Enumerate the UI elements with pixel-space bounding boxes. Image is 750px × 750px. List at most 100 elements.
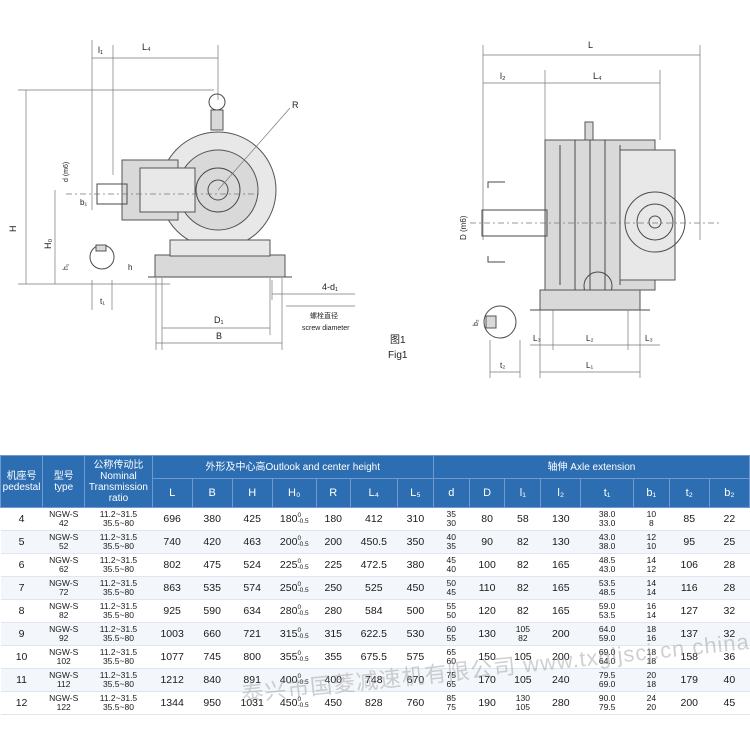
column-header: l₂	[540, 478, 582, 508]
cell-pedestal: 7	[0, 576, 43, 600]
cell-l: 696	[152, 507, 193, 531]
cell-l2: 240	[540, 668, 581, 692]
cell-l5: 530	[397, 622, 434, 646]
right-view: L l₂ L₄ D (m6) b₂ t₂	[459, 40, 720, 378]
cell-l1: 82	[504, 576, 541, 600]
label-l1: l₁	[98, 45, 103, 55]
cell-b: 420	[192, 530, 233, 554]
label-L1: L₁	[586, 361, 593, 370]
label-d: d (m6)	[63, 162, 70, 182]
label-h-small: h₁	[63, 263, 70, 270]
cell-l1: 58	[504, 507, 541, 531]
label-screw-cn: 螺栓直径	[310, 311, 338, 320]
cell-l2: 165	[540, 576, 581, 600]
cell-pedestal: 8	[0, 599, 43, 623]
cell-l: 925	[152, 599, 193, 623]
cell-l2: 280	[540, 691, 581, 715]
cell-l2: 165	[540, 599, 581, 623]
column-header: H₀	[271, 478, 317, 508]
cell-h0: 3150-0.5	[272, 622, 317, 646]
cropped-caption	[0, 392, 250, 402]
cell-pedestal: 9	[0, 622, 43, 646]
cell-l1: 105	[504, 645, 541, 669]
cell-r: 200	[316, 530, 351, 554]
cell-h0: 2000-0.5	[272, 530, 317, 554]
cell-b: 840	[192, 668, 233, 692]
cell-l5: 760	[397, 691, 434, 715]
cell-d: 90	[469, 530, 505, 554]
label-t2: t₂	[500, 361, 505, 370]
column-header: t₁	[580, 478, 634, 508]
cell-h0: 1800-0.5	[272, 507, 317, 531]
cell-b2: 28	[709, 553, 750, 577]
cell-l: 740	[152, 530, 193, 554]
cell-l5: 670	[397, 668, 434, 692]
cell-pedestal: 11	[0, 668, 43, 692]
column-header: l₁	[504, 478, 542, 508]
cell-l4: 675.5	[350, 645, 398, 669]
column-header: d	[432, 478, 470, 508]
h0-tolerance: 0-0.5	[297, 650, 309, 664]
cell-l5: 310	[397, 507, 434, 531]
cell-l4: 828	[350, 691, 398, 715]
cell-r: 315	[316, 622, 351, 646]
h0-tolerance: 0-0.5	[297, 535, 309, 549]
column-header: D	[468, 478, 506, 508]
column-header: L₄	[349, 478, 398, 508]
label-h: h	[128, 263, 132, 272]
cell-pedestal: 12	[0, 691, 43, 715]
cell-b: 535	[192, 576, 233, 600]
label-bolt: 4-d₁	[322, 282, 338, 292]
label-L3-left: L₃	[533, 334, 541, 343]
cell-h: 891	[232, 668, 273, 692]
column-header: b₁	[632, 478, 670, 508]
cell-l1: 82	[504, 530, 541, 554]
cell-pedestal: 4	[0, 507, 43, 531]
cell-t2: 200	[669, 691, 710, 715]
cell-l5: 575	[397, 645, 434, 669]
cell-h0: 4500-0.5	[272, 691, 317, 715]
cell-d: 80	[469, 507, 505, 531]
cell-l4: 450.5	[350, 530, 398, 554]
column-header: t₂	[668, 478, 710, 508]
header-outlook-group: 外形及中心高Outlook and center height	[151, 455, 434, 479]
cell-b2: 25	[709, 530, 750, 554]
cell-l: 1003	[152, 622, 193, 646]
label-L3-right: L₃	[645, 334, 653, 343]
cell-t2: 116	[669, 576, 710, 600]
cell-b2: 22	[709, 507, 750, 531]
cell-h0: 2800-0.5	[272, 599, 317, 623]
cell-pedestal: 6	[0, 553, 43, 577]
cell-r: 250	[316, 576, 351, 600]
cell-l4: 525	[350, 576, 398, 600]
cell-r: 180	[316, 507, 351, 531]
cell-t2: 127	[669, 599, 710, 623]
left-view: l₁ L₄ H H₀ d (m6) b₁ R h₁	[8, 40, 408, 361]
cell-h: 800	[232, 645, 273, 669]
column-header: L₅	[396, 478, 434, 508]
cell-pedestal: 5	[0, 530, 43, 554]
column-header: b₂	[708, 478, 750, 508]
cell-b2: 40	[709, 668, 750, 692]
label-L2: L₂	[586, 334, 594, 343]
cell-d: 190	[469, 691, 505, 715]
